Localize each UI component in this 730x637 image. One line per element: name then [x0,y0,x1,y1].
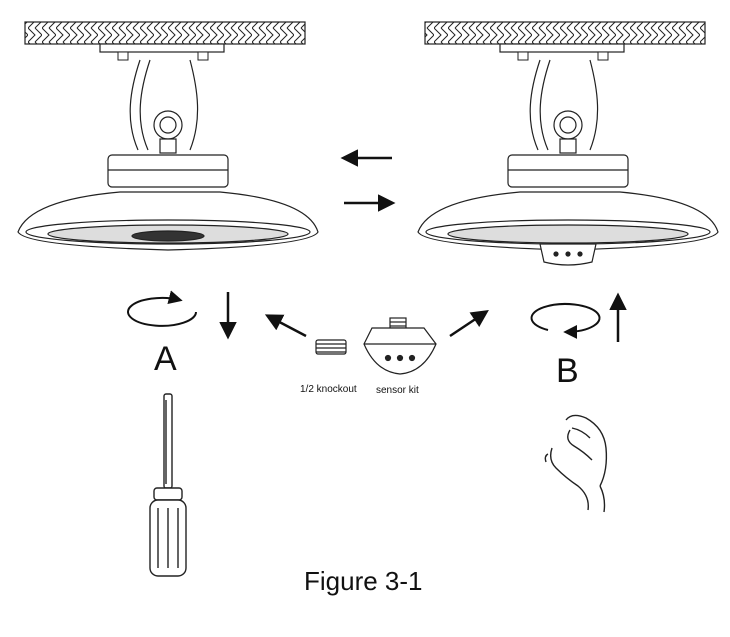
screwdriver-icon [149,393,187,577]
figure-caption: Figure 3-1 [304,566,423,596]
sensor-kit-label: sensor kit [376,385,419,396]
transfer-arrows-icon [340,149,396,212]
knockout-icon [315,339,347,355]
step-a-label: A [154,340,177,378]
hand-icon [544,414,608,513]
ceiling-left-icon [24,21,306,61]
sensor-kit-icon [363,317,437,375]
sensor-arrow-icon [449,310,489,338]
knockout-arrow-icon [264,314,307,338]
light-left-icon [17,59,319,251]
ceiling-right-icon [424,21,706,61]
light-right-icon [417,59,719,266]
rotate-right-icon [530,303,601,339]
knockout-label: 1/2 knockout [300,384,357,395]
step-b-label: B [556,352,579,390]
rotate-left-icon [127,290,197,327]
